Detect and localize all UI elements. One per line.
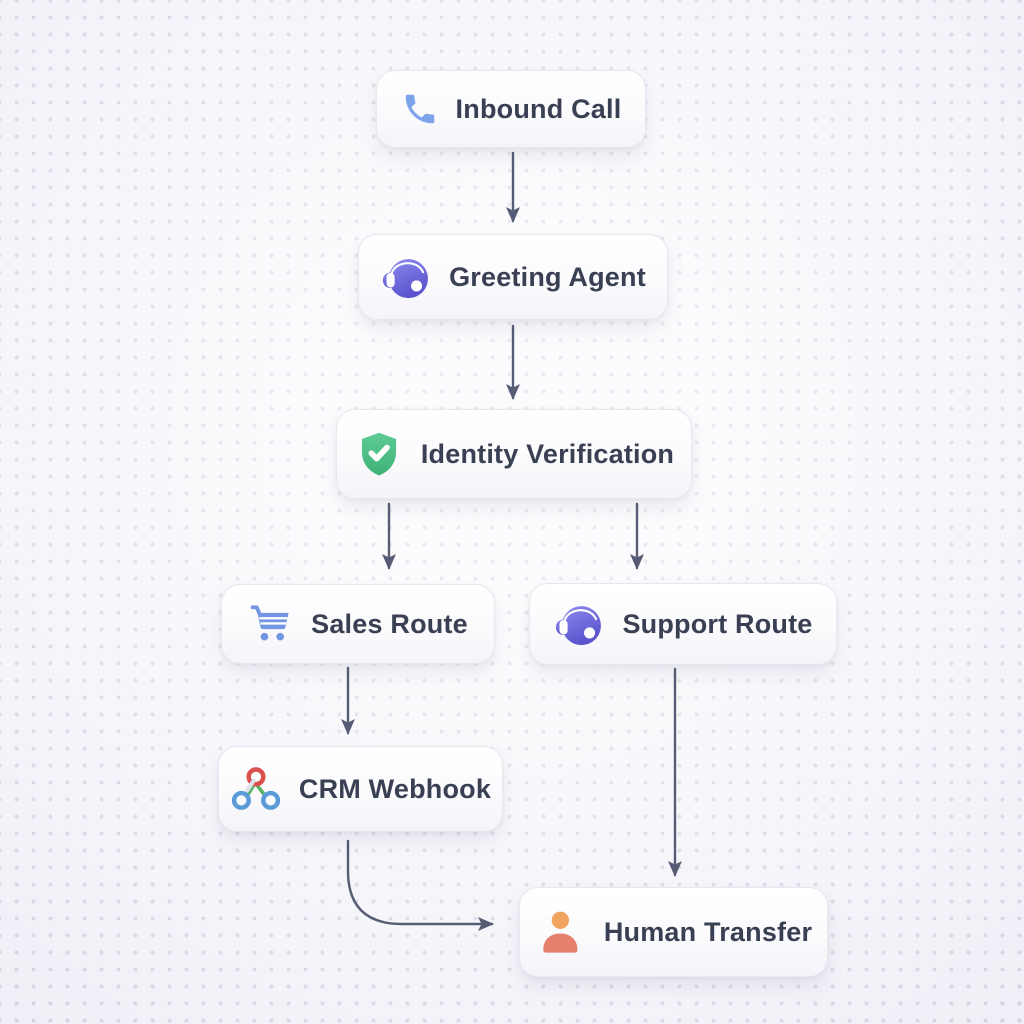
- node-sales-route[interactable]: Sales Route: [221, 584, 495, 664]
- node-label: Support Route: [622, 608, 813, 639]
- edge-webhook-to-human: [346, 839, 494, 931]
- node-crm-webhook[interactable]: CRM Webhook: [218, 746, 503, 832]
- person-icon: [535, 906, 587, 958]
- shield-check-icon: [354, 429, 404, 479]
- node-label: Sales Route: [311, 608, 468, 639]
- phone-icon: [401, 90, 439, 128]
- headset-agent-icon: [380, 251, 432, 303]
- node-label: Identity Verification: [420, 438, 675, 469]
- webhook-icon: [230, 763, 282, 815]
- node-label: Greeting Agent: [449, 261, 646, 292]
- headset-agent-icon: [553, 598, 605, 650]
- node-support-route[interactable]: Support Route: [529, 583, 837, 665]
- shopping-cart-icon: [248, 601, 294, 647]
- node-label: Inbound Call: [455, 93, 622, 124]
- node-label: Human Transfer: [603, 916, 813, 947]
- node-label: CRM Webhook: [298, 773, 492, 804]
- node-greeting-agent[interactable]: Greeting Agent: [358, 234, 668, 320]
- node-identity-verification[interactable]: Identity Verification: [336, 409, 692, 499]
- node-inbound-call[interactable]: Inbound Call: [376, 70, 646, 148]
- node-human-transfer[interactable]: Human Transfer: [519, 887, 828, 977]
